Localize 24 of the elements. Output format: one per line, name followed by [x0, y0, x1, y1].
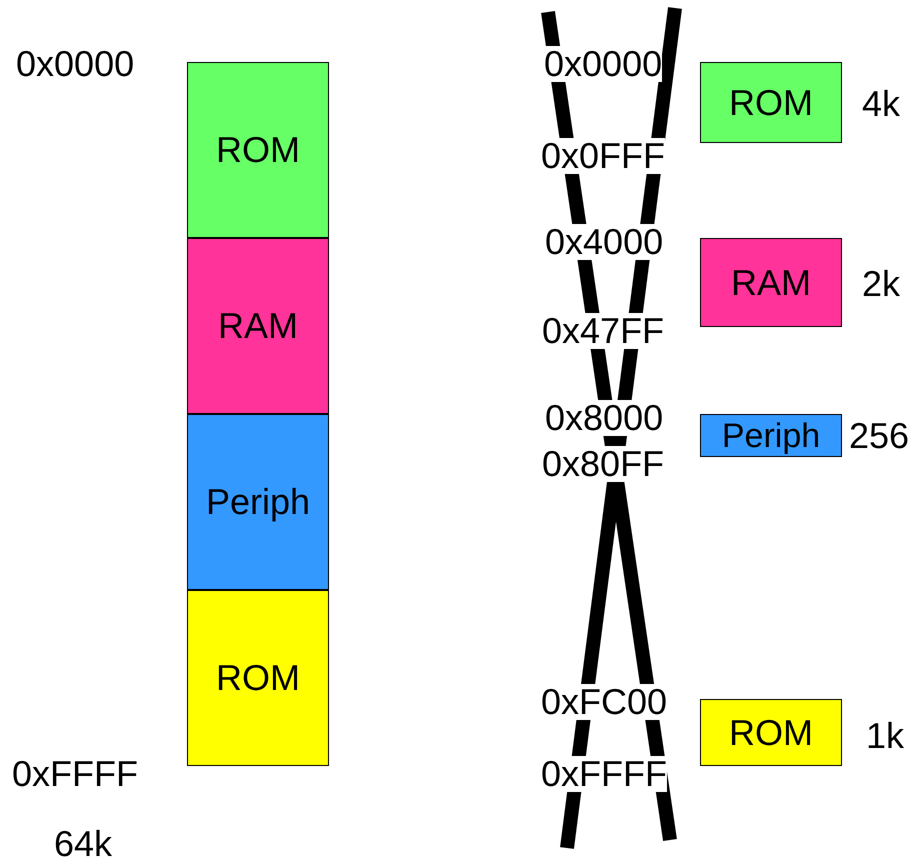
address-label: 0x0000	[544, 46, 662, 82]
region-name: ROM	[729, 84, 813, 120]
address-label: 0x0FFF	[541, 138, 666, 174]
memory-region-block	[187, 62, 329, 238]
memory-region-block	[187, 238, 329, 414]
memory-region-block	[187, 590, 329, 766]
memory-region-block	[187, 414, 329, 590]
address-label: 0x80FF	[542, 446, 664, 482]
region-name: RAM	[731, 264, 811, 300]
address-label: 0xFFFF	[541, 756, 667, 792]
address-label: 0x4000	[545, 224, 664, 260]
region-name: ROM	[216, 660, 300, 696]
address-label: 0x8000	[545, 400, 664, 436]
memory-region-block	[700, 238, 842, 327]
memory-region-block	[700, 62, 842, 143]
region-name: ROM	[729, 714, 813, 750]
memory-region-block	[700, 414, 842, 457]
address-label: 0x47FF	[542, 313, 664, 349]
memory-region-block	[700, 699, 842, 766]
region-name: RAM	[218, 308, 298, 344]
region-name: Periph	[722, 418, 820, 452]
address-label: 0xFC00	[541, 684, 668, 720]
region-name: ROM	[216, 132, 300, 168]
region-name: Periph	[206, 484, 310, 520]
